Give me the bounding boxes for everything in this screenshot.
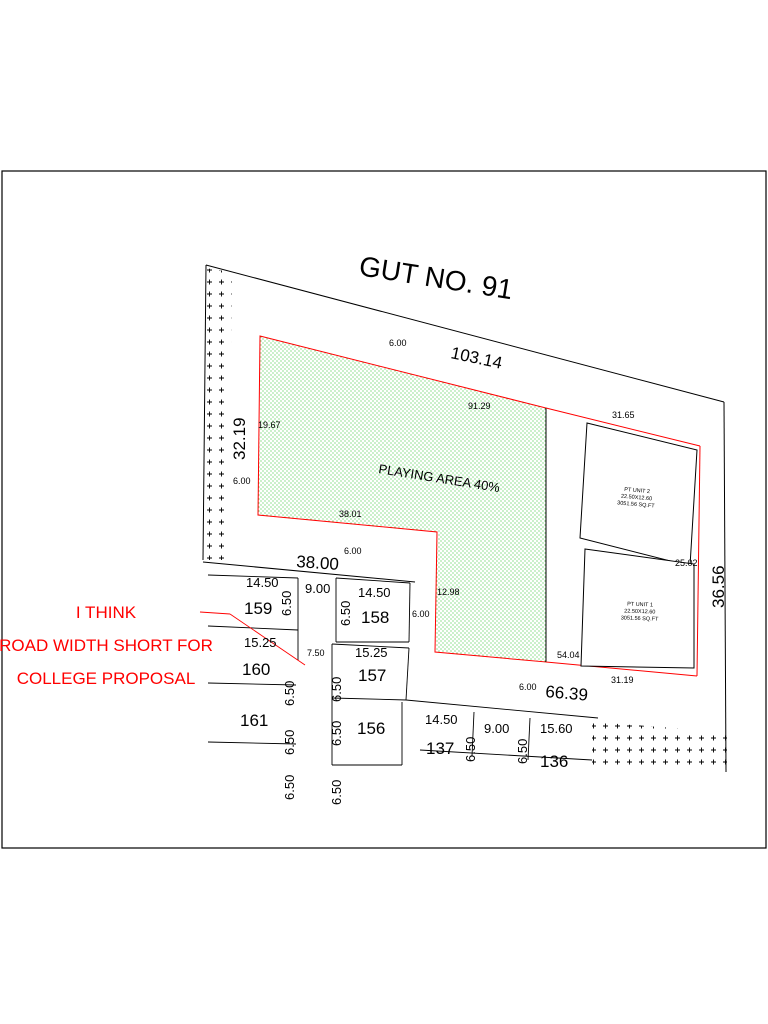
dim-d15a: 15.25 [244,635,277,650]
note-line-3: COLLEGE PROPOSAL [17,669,196,688]
unit-1-name: PT UNIT 1 [627,602,653,609]
dim-d14b: 14.50 [358,585,391,600]
dim-v2: 6.50 [338,601,353,626]
plot-137: 137 [426,739,454,758]
drawing-frame [1,170,767,849]
dim-v3: 6.50 [282,681,297,706]
dim-v4: 6.50 [282,730,297,755]
dim-d6-bottom: 6.00 [519,682,537,692]
dim-v7: 6.50 [329,721,344,746]
plot-156: 156 [357,719,385,738]
unit-zone [545,407,701,677]
dim-v8: 6.50 [329,780,344,805]
dim-right: 36.56 [709,565,728,608]
dim-d6-left: 6.00 [233,476,251,486]
note-pointer [199,611,306,666]
dim-d15b: 15.25 [355,645,388,660]
unit-2-name: PT UNIT 2 [624,487,650,495]
dim-left: 32.19 [230,417,249,460]
unit-2-area: 3051.56 SQ.FT [617,500,656,509]
site-boundary [202,264,727,773]
plot-159: 159 [244,599,272,618]
dim-d38: 38.01 [339,509,362,519]
dim-d6-top: 6.00 [389,338,407,348]
unit-1-area: 3051.56 SQ.FT [621,615,659,622]
dim-d9a: 9.00 [305,581,330,596]
dim-mid: 38.00 [296,552,340,574]
dim-d54: 54.04 [557,650,580,660]
dim-v6: 6.50 [329,677,344,702]
pt-unit-1 [580,548,695,669]
dim-top: 103.14 [449,343,504,372]
dim-d9b: 9.00 [484,721,509,736]
dim-d6-right: 6.00 [412,609,430,619]
dim-d14a: 14.50 [246,575,279,590]
dim-d156: 15.60 [540,721,573,736]
note-line-1: I THINK [76,603,137,622]
plot-157: 157 [358,666,386,685]
dim-d75: 7.50 [307,648,325,658]
plot-158: 158 [361,608,389,627]
dim-v10: 6.50 [515,739,530,764]
gut-title: GUT NO. 91 [357,250,515,305]
dim-v5: 6.50 [282,775,297,800]
dim-d91: 91.29 [468,401,491,411]
unit-1-label: PT UNIT 1 22.50X12.60 3051.56 SQ.FT [621,602,659,623]
plot-136: 136 [540,752,568,771]
dim-d31a: 31.65 [612,410,635,420]
dim-d12: 12.98 [437,587,460,597]
plus-hatch-left [203,268,232,560]
dim-v1: 6.50 [279,591,294,616]
dim-d19: 19.67 [258,420,281,430]
dim-d25: 25.02 [675,558,698,568]
unit-2-size: 22.50X12.60 [621,494,653,503]
unit-2-label: PT UNIT 2 22.50X12.60 3051.56 SQ.FT [617,487,656,510]
plot-161: 161 [240,711,268,730]
unit-1-size: 22.50X12.60 [624,608,655,615]
dim-v9: 6.50 [463,737,478,762]
playing-area [257,335,547,663]
plus-hatch-bottom-right [592,722,727,770]
dim-bottom: 66.39 [545,682,589,705]
dim-d14c: 14.50 [425,712,458,727]
note-line-2: ROAD WIDTH SHORT FOR [0,636,213,655]
dim-d31b: 31.19 [611,675,634,685]
dim-d6-mid: 6.00 [344,546,362,556]
plot-lines [207,574,599,766]
plot-160: 160 [242,660,270,679]
